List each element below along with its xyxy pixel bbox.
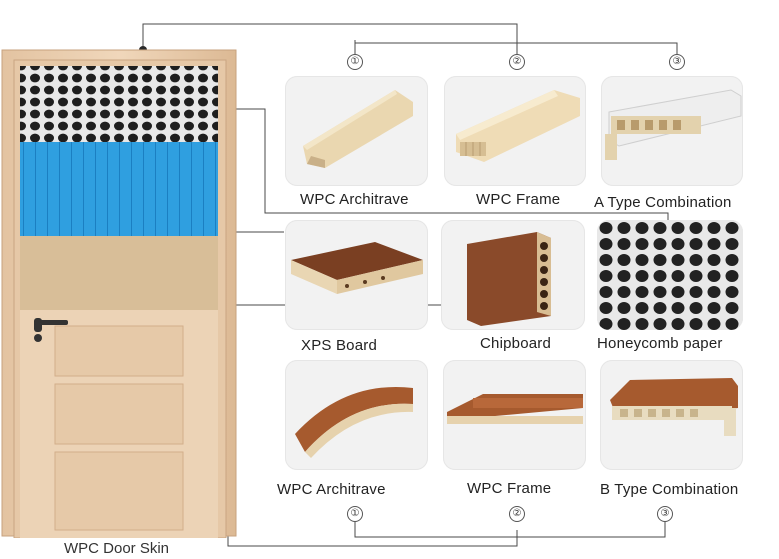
b-type-combination-image <box>610 378 738 436</box>
caption-wpc-frame-bottom: WPC Frame <box>467 480 552 497</box>
card-wpc-architrave-top <box>285 76 428 186</box>
card-a-type-combination <box>601 76 743 186</box>
card-xps-board <box>285 220 428 330</box>
a-type-combination-image <box>605 89 742 160</box>
caption-honeycomb-paper: Honeycomb paper <box>597 335 723 352</box>
card-wpc-frame-top <box>444 76 586 186</box>
marker-3-top: ③ <box>669 54 685 70</box>
wpc-architrave-image <box>303 90 413 168</box>
card-honeycomb-paper <box>597 220 743 330</box>
card-wpc-architrave-bottom <box>285 360 428 470</box>
marker-2-top: ② <box>509 54 525 70</box>
marker-2-bottom: ② <box>509 506 525 522</box>
caption-wpc-architrave-bottom: WPC Architrave <box>277 481 386 498</box>
honeycomb-paper-image <box>597 220 743 330</box>
xps-board-image <box>291 242 423 294</box>
marker-1-top: ① <box>347 54 363 70</box>
card-wpc-frame-bottom <box>443 360 586 470</box>
chipboard-image <box>467 232 551 326</box>
wpc-frame-bottom-image <box>447 394 583 424</box>
wpc-architrave-bottom-image <box>295 386 413 458</box>
caption-chipboard: Chipboard <box>480 335 552 352</box>
card-chipboard <box>441 220 585 330</box>
door-label: WPC Door Skin <box>64 540 170 557</box>
caption-a-type-combination: A Type Combination <box>594 194 732 211</box>
marker-3-bottom: ③ <box>657 506 673 522</box>
caption-wpc-architrave-top: WPC Architrave <box>300 191 409 208</box>
caption-xps-board: XPS Board <box>301 337 378 354</box>
door-illustration <box>0 48 240 538</box>
marker-1-bottom: ① <box>347 506 363 522</box>
caption-b-type-combination: B Type Combination <box>600 481 739 498</box>
caption-wpc-frame-top: WPC Frame <box>476 191 561 208</box>
card-b-type-combination <box>600 360 743 470</box>
wpc-frame-image <box>456 90 580 162</box>
